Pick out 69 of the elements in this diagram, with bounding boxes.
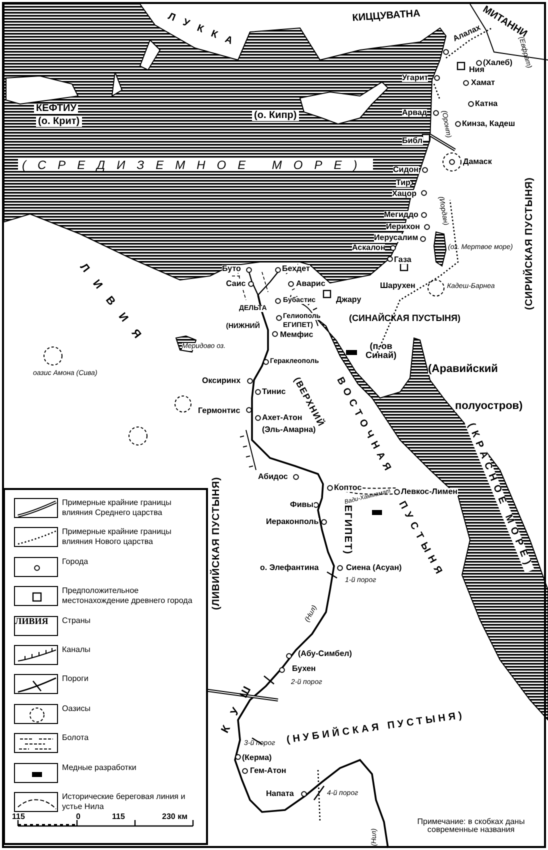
legend-text: Каналы [62,645,92,655]
place-label: Тир [396,179,410,187]
legend-text: Медные разработки [62,762,138,773]
place-label: Хамат [471,79,495,87]
place-label: Буто [222,265,241,273]
place-label: Мегиддо [384,211,418,219]
place-label: Иераконполь [266,518,319,526]
place-label: Аскалон [352,244,386,252]
place-label: Шарухен [380,282,416,290]
place-label: Мемфис [280,331,314,339]
region-label: (СИРИЙСКАЯ ПУСТЫНЯ) [525,177,535,310]
country-sample-label: ЛИВИЯ [15,617,48,626]
place-label: Библ [402,137,422,145]
place-label: Фивы [290,501,314,509]
place-label: Тинис [262,388,286,396]
place-label: Абидос [258,473,288,481]
place-label: Саис [226,280,246,288]
place-label: (Эль-Амарна) [262,426,316,434]
region-label: (ЛИВИЙСКАЯ ПУСТЫНЯ) [212,476,222,610]
scale-label: 115 [12,813,25,821]
legend-text: Болота [62,733,90,744]
place-label: Хацор [392,190,416,198]
place-label: Оксиринх [202,377,241,385]
region-label: ЕГИПЕТ) [342,505,352,555]
place-label: (Абу-Симбел) [298,650,352,658]
place-label: Бехдет [282,265,310,273]
place-label: Левкос-Лимен [401,488,458,496]
place-label: Арвад [402,109,428,117]
legend-text: Города [62,556,90,567]
place-label: Напата [266,790,294,798]
island-label: (о. Крит) [36,117,82,127]
place-label: Дамаск [463,158,492,166]
legend-text: Примерные крайние границы влияния Среднего царства [62,498,172,518]
legend-text: Страны [62,616,92,626]
place-label: о. Элефантина [260,564,319,572]
sea-label: (СРЕДИЗЕМНОЕ МОРЕ) [18,159,373,171]
region-label: полуостров) [455,401,523,412]
place-label: Катна [475,100,498,108]
legend-text: Исторические береговая линия и устье Нила [62,792,186,812]
legend-text: Примерные крайние границы влияния Нового царства [62,527,172,548]
place-label: Сидон [393,166,418,174]
place-label: Ния [469,66,484,74]
legend-text: Предположительное местонахождение древнего города [62,586,194,606]
place-label: Гем-Атон [250,767,286,775]
place-label: Иерусалим [374,234,418,242]
place-label: (Халеб) [483,59,512,67]
place-label: Джару [336,296,362,304]
place-label: Кинза, Кадеш [462,120,516,128]
region-label: (п-ов Синай) [364,342,398,360]
region-label: (СИНАЙСКАЯ ПУСТЫНЯ) [349,314,461,323]
region-label: КИЦЦУВАТНА [352,9,421,24]
scale-label: 0 [76,813,80,821]
place-label: Бухен [292,665,316,673]
region-label: КЕФТИУ [34,104,78,114]
legend-text: Пороги [62,674,90,684]
place-label: Коптос [334,484,362,492]
scale-label: 230 км [162,813,188,821]
note-text: Примечание: в скобках даны современные названия [416,818,526,834]
scale-label: 115 [112,813,125,821]
place-label: Гермонтис [198,407,240,415]
place-label: Иерихон [386,223,420,231]
island-label: (о. Кипр) [252,111,299,121]
place-label: Газа [394,256,412,264]
legend-text: Оазисы [62,704,92,714]
place-label: Угарит [402,74,428,82]
place-label: Аварис [296,280,326,288]
region-label: (Аравийский [428,364,498,375]
place-label: Сиена (Асуан) [346,564,402,572]
place-label: (Керма) [242,754,272,762]
